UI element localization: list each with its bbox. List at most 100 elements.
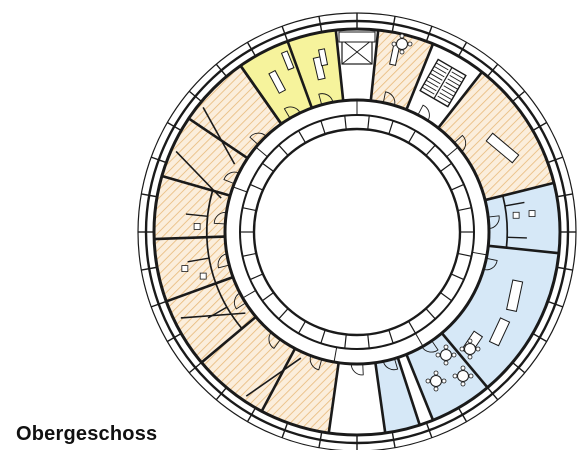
sub-partition bbox=[207, 306, 228, 319]
corridor-door bbox=[232, 186, 248, 193]
table-icon bbox=[485, 132, 520, 164]
door-swing-icon bbox=[454, 134, 467, 152]
courtyard-mullion bbox=[457, 252, 472, 257]
fixture-icon bbox=[193, 223, 201, 230]
courtyard-mullion bbox=[425, 308, 436, 320]
facade-mullion bbox=[150, 300, 167, 308]
sub-partition bbox=[187, 257, 210, 263]
facade-mullion bbox=[556, 266, 573, 271]
partition-wall bbox=[405, 43, 435, 111]
table-icon bbox=[280, 50, 295, 71]
elevator-icon bbox=[341, 39, 373, 65]
table-icon bbox=[268, 69, 287, 94]
corridor-door bbox=[472, 251, 488, 256]
room-office-nw2 bbox=[188, 65, 282, 159]
door-swing-icon bbox=[249, 132, 267, 145]
round-table-icon bbox=[459, 338, 481, 360]
room-office-w1 bbox=[166, 277, 256, 363]
wall-layer bbox=[137, 12, 577, 450]
facade-mullion bbox=[425, 25, 433, 42]
room-office-sw1 bbox=[261, 348, 339, 434]
door-swing-icon bbox=[268, 332, 281, 350]
partition-wall bbox=[405, 353, 435, 421]
courtyard-mullion bbox=[242, 207, 257, 212]
fixture-icon bbox=[181, 265, 189, 272]
door-swing-icon bbox=[283, 106, 301, 119]
courtyard-mullion bbox=[261, 292, 275, 302]
room-elevator-s bbox=[328, 362, 386, 435]
room-blue-s2 bbox=[375, 357, 420, 434]
fixture-icon bbox=[199, 272, 207, 280]
door-swing-icon bbox=[318, 93, 334, 105]
facade-mullion bbox=[391, 16, 396, 33]
courtyard-mullion bbox=[388, 329, 394, 344]
facade-mullion bbox=[512, 361, 526, 374]
fixture-icon bbox=[512, 211, 520, 219]
sub-room-edge bbox=[501, 194, 509, 249]
facade-mullion bbox=[281, 25, 289, 42]
interior-partition bbox=[202, 107, 236, 165]
facade-mullion bbox=[281, 422, 289, 439]
furniture-layer bbox=[181, 31, 536, 392]
facade-mullion bbox=[188, 361, 202, 374]
door-swing-icon bbox=[213, 212, 227, 225]
corridor-door bbox=[446, 146, 459, 158]
facade-mullion bbox=[141, 193, 158, 198]
courtyard-mullion bbox=[450, 273, 465, 281]
partition-wall bbox=[484, 181, 555, 202]
courtyard-mullion bbox=[297, 320, 307, 334]
door-swing-icon bbox=[382, 358, 399, 371]
round-table-icon bbox=[452, 365, 474, 387]
facade-mullion bbox=[318, 431, 323, 448]
courtyard-mullion bbox=[425, 144, 436, 156]
courtyard-mullion bbox=[457, 207, 472, 212]
courtyard-mullion bbox=[367, 115, 370, 130]
facade-mullion bbox=[141, 266, 158, 271]
partition-wall bbox=[239, 64, 283, 125]
shelf-icon bbox=[338, 31, 376, 43]
facade-mullion bbox=[547, 156, 564, 164]
sub-partition bbox=[504, 201, 525, 207]
floor-label: Obergeschoss bbox=[16, 423, 158, 445]
courtyard-mullion bbox=[249, 273, 264, 281]
round-table-icon bbox=[391, 33, 413, 55]
facade-mullion bbox=[166, 332, 182, 343]
corridor-door bbox=[333, 347, 338, 363]
partition-wall bbox=[440, 332, 489, 389]
facade-mullion bbox=[425, 422, 433, 439]
partition-wall bbox=[374, 362, 387, 434]
door-swing-icon bbox=[421, 340, 439, 353]
facade-mullion bbox=[486, 387, 499, 401]
door-swing-icon bbox=[350, 363, 364, 376]
partition-wall bbox=[187, 117, 249, 160]
facade-mullion bbox=[532, 121, 548, 132]
courtyard-mullion bbox=[407, 130, 417, 144]
facade-mullion bbox=[532, 332, 548, 343]
facade-mullion bbox=[166, 121, 182, 132]
door-swing-icon bbox=[417, 104, 430, 121]
sub-room-edge bbox=[205, 189, 214, 238]
courtyard-mullion bbox=[439, 162, 453, 172]
facade-mullion bbox=[391, 431, 396, 448]
courtyard-mullion bbox=[249, 183, 264, 191]
partition-wall bbox=[286, 40, 314, 109]
sub-partition bbox=[185, 213, 208, 218]
facade-mullion bbox=[246, 407, 257, 423]
table-icon bbox=[506, 279, 524, 312]
corridor-door bbox=[242, 290, 256, 299]
partition-wall bbox=[488, 244, 560, 255]
table-icon bbox=[488, 317, 511, 347]
round-table-icon bbox=[425, 370, 447, 392]
interior-partition bbox=[245, 357, 302, 397]
courtyard-mullion bbox=[242, 252, 257, 257]
door-swing-icon bbox=[382, 91, 396, 106]
room-blue-s1 bbox=[406, 333, 488, 421]
courtyard-mullion bbox=[261, 162, 275, 172]
facade-mullion bbox=[215, 63, 228, 77]
door-swing-icon bbox=[309, 355, 323, 371]
facade-mullion bbox=[318, 16, 323, 33]
fixture-icon bbox=[528, 210, 536, 218]
courtyard-mullion bbox=[320, 120, 326, 135]
